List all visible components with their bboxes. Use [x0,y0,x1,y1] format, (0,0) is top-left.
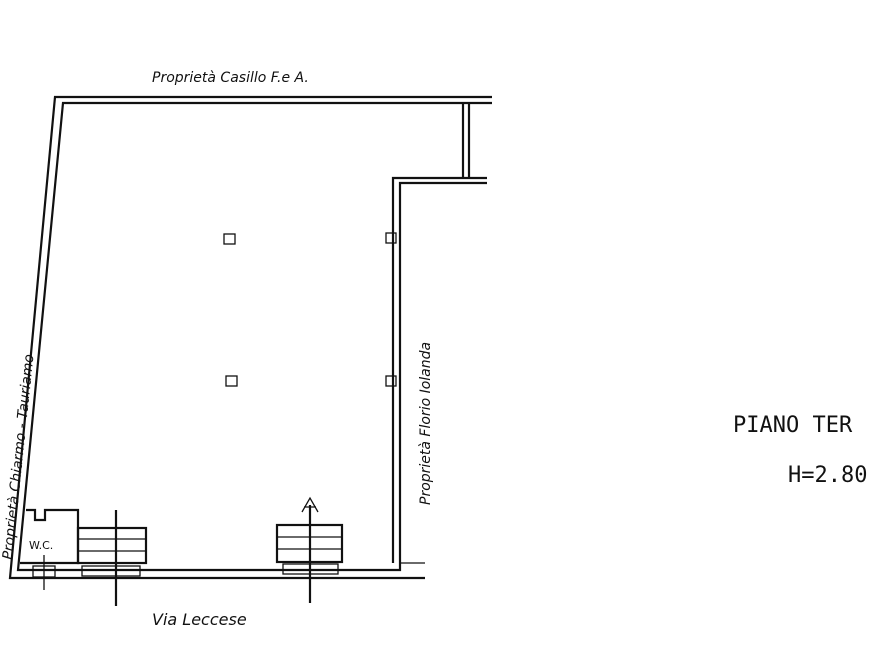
columns [223,232,397,387]
left-neighbor-label: Proprietà Chiarmo - Tauriamo [0,353,37,560]
floor-title: PIANO TER [733,413,853,438]
top-neighbor-label: Proprietà Casillo F.e A. [152,70,309,86]
height-label: H=2.80 [788,463,867,488]
right-neighbor-label: Proprietà Florio Iolanda [418,342,434,505]
walls [8,95,492,580]
entrance-arrow-icon [301,496,319,513]
street-label: Via Leccese [152,610,247,629]
entrance-steps [275,496,344,603]
wc-label: W.C. [29,539,53,552]
left-steps [76,510,148,606]
